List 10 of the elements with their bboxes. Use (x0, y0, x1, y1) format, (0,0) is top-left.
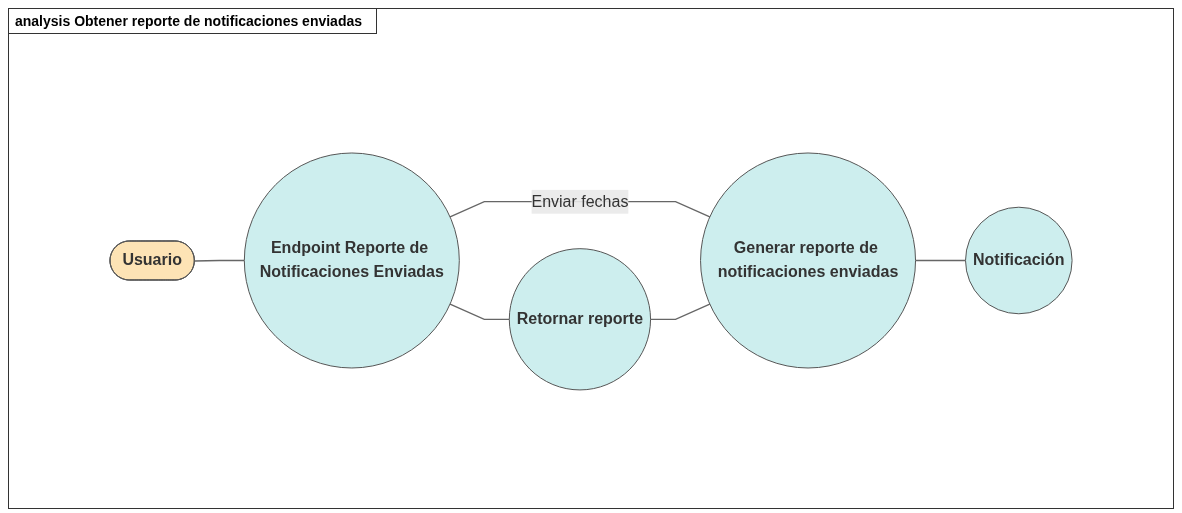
edge-label: Enviar fechas (531, 192, 629, 210)
node-circle: Notificación (964, 206, 1073, 315)
diagram-title: analysis Obtener reporte de notificaciones enviadas (9, 9, 377, 34)
connector (194, 259, 245, 262)
connector (914, 259, 967, 262)
node-circle: Retornar reporte (508, 248, 651, 391)
node-circle: Generar reporte de notificaciones enviadas (700, 152, 916, 369)
connector (449, 303, 510, 320)
connector (649, 303, 711, 320)
node-circle: Endpoint Reporte de Notificaciones Enviadas (243, 152, 460, 369)
